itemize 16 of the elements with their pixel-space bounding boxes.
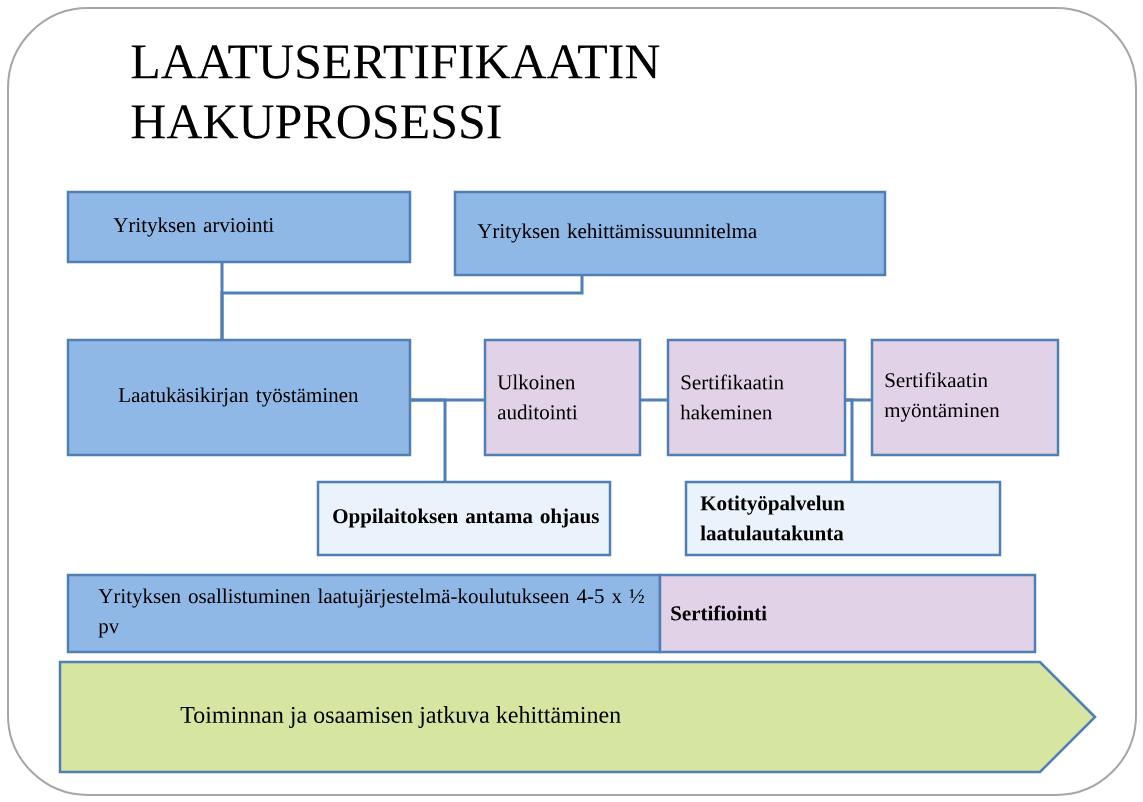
process-box: Kotityöpalvelun laatulautakunta	[684, 480, 1002, 557]
process-box: Yrityksen osallistuminen laatujärjestelmä-koulutukseen 4-5 x ½ pv	[66, 573, 662, 654]
process-box: Yrityksen arviointi	[66, 190, 412, 264]
connector	[220, 275, 584, 340]
title: LAATUSERTIFIKAATIN HAKUPROSESSI	[131, 45, 660, 139]
arrow-band: Toiminnan ja osaamisen jatkuva kehittäminen	[58, 660, 1097, 774]
process-box: Sertifiointi	[658, 573, 1037, 654]
process-box: Sertifikaatin myöntäminen	[870, 338, 1060, 457]
process-box: Sertifikaatin hakeminen	[666, 338, 847, 457]
process-box: Ulkoinen auditointi	[483, 338, 642, 457]
process-box: Laatukäsikirjan työstäminen	[66, 338, 412, 457]
process-box: Oppilaitoksen antama ohjaus	[316, 480, 612, 557]
connector	[410, 398, 447, 482]
connector	[845, 398, 854, 482]
process-box: Yrityksen kehittämissuunnitelma	[453, 190, 887, 277]
connector	[640, 398, 668, 402]
